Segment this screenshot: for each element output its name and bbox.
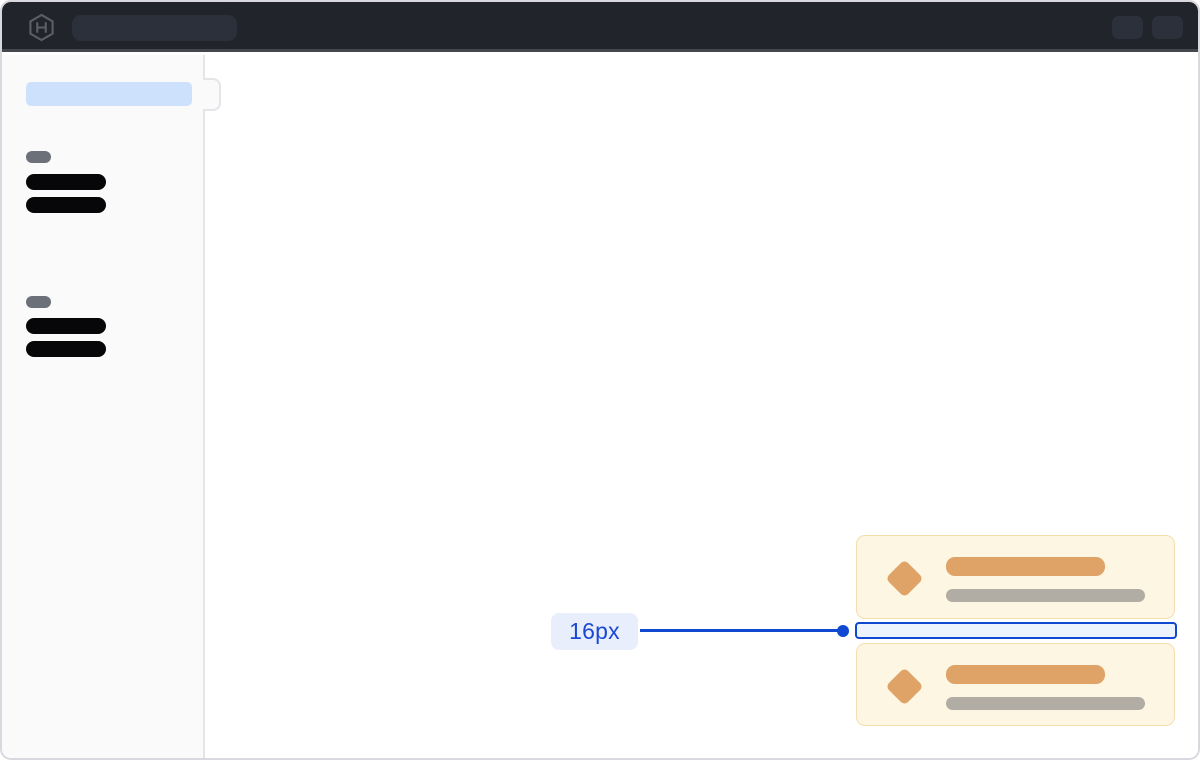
sidebar-item[interactable] — [26, 318, 106, 334]
card-subtitle-placeholder — [946, 697, 1145, 710]
card-title-placeholder — [946, 665, 1105, 684]
sidebar-item[interactable] — [26, 174, 106, 190]
annotation-dot — [837, 625, 849, 637]
sidebar-item[interactable] — [26, 341, 106, 357]
list-item-card[interactable] — [856, 643, 1175, 726]
sidebar-group-1-heading — [26, 151, 51, 163]
main-content — [207, 55, 1198, 758]
top-app-bar — [2, 2, 1198, 52]
hashicorp-logo-icon[interactable] — [27, 13, 55, 42]
gap-size-label: 16px — [551, 613, 638, 650]
search-placeholder[interactable] — [72, 15, 237, 41]
sidebar-group-2-heading — [26, 296, 51, 308]
sidebar-item[interactable] — [26, 197, 106, 213]
diamond-icon — [885, 559, 924, 598]
annotation-connector-line — [640, 629, 840, 632]
diamond-icon — [885, 667, 924, 706]
gap-highlight-rect — [855, 622, 1177, 639]
list-item-card[interactable] — [856, 535, 1175, 619]
sidebar — [2, 55, 205, 758]
card-subtitle-placeholder — [946, 589, 1145, 602]
header-action-button-1[interactable] — [1112, 16, 1143, 39]
sidebar-collapse-handle[interactable] — [203, 78, 221, 111]
header-action-button-2[interactable] — [1152, 16, 1183, 39]
sidebar-active-item[interactable] — [26, 82, 192, 106]
card-title-placeholder — [946, 557, 1105, 576]
